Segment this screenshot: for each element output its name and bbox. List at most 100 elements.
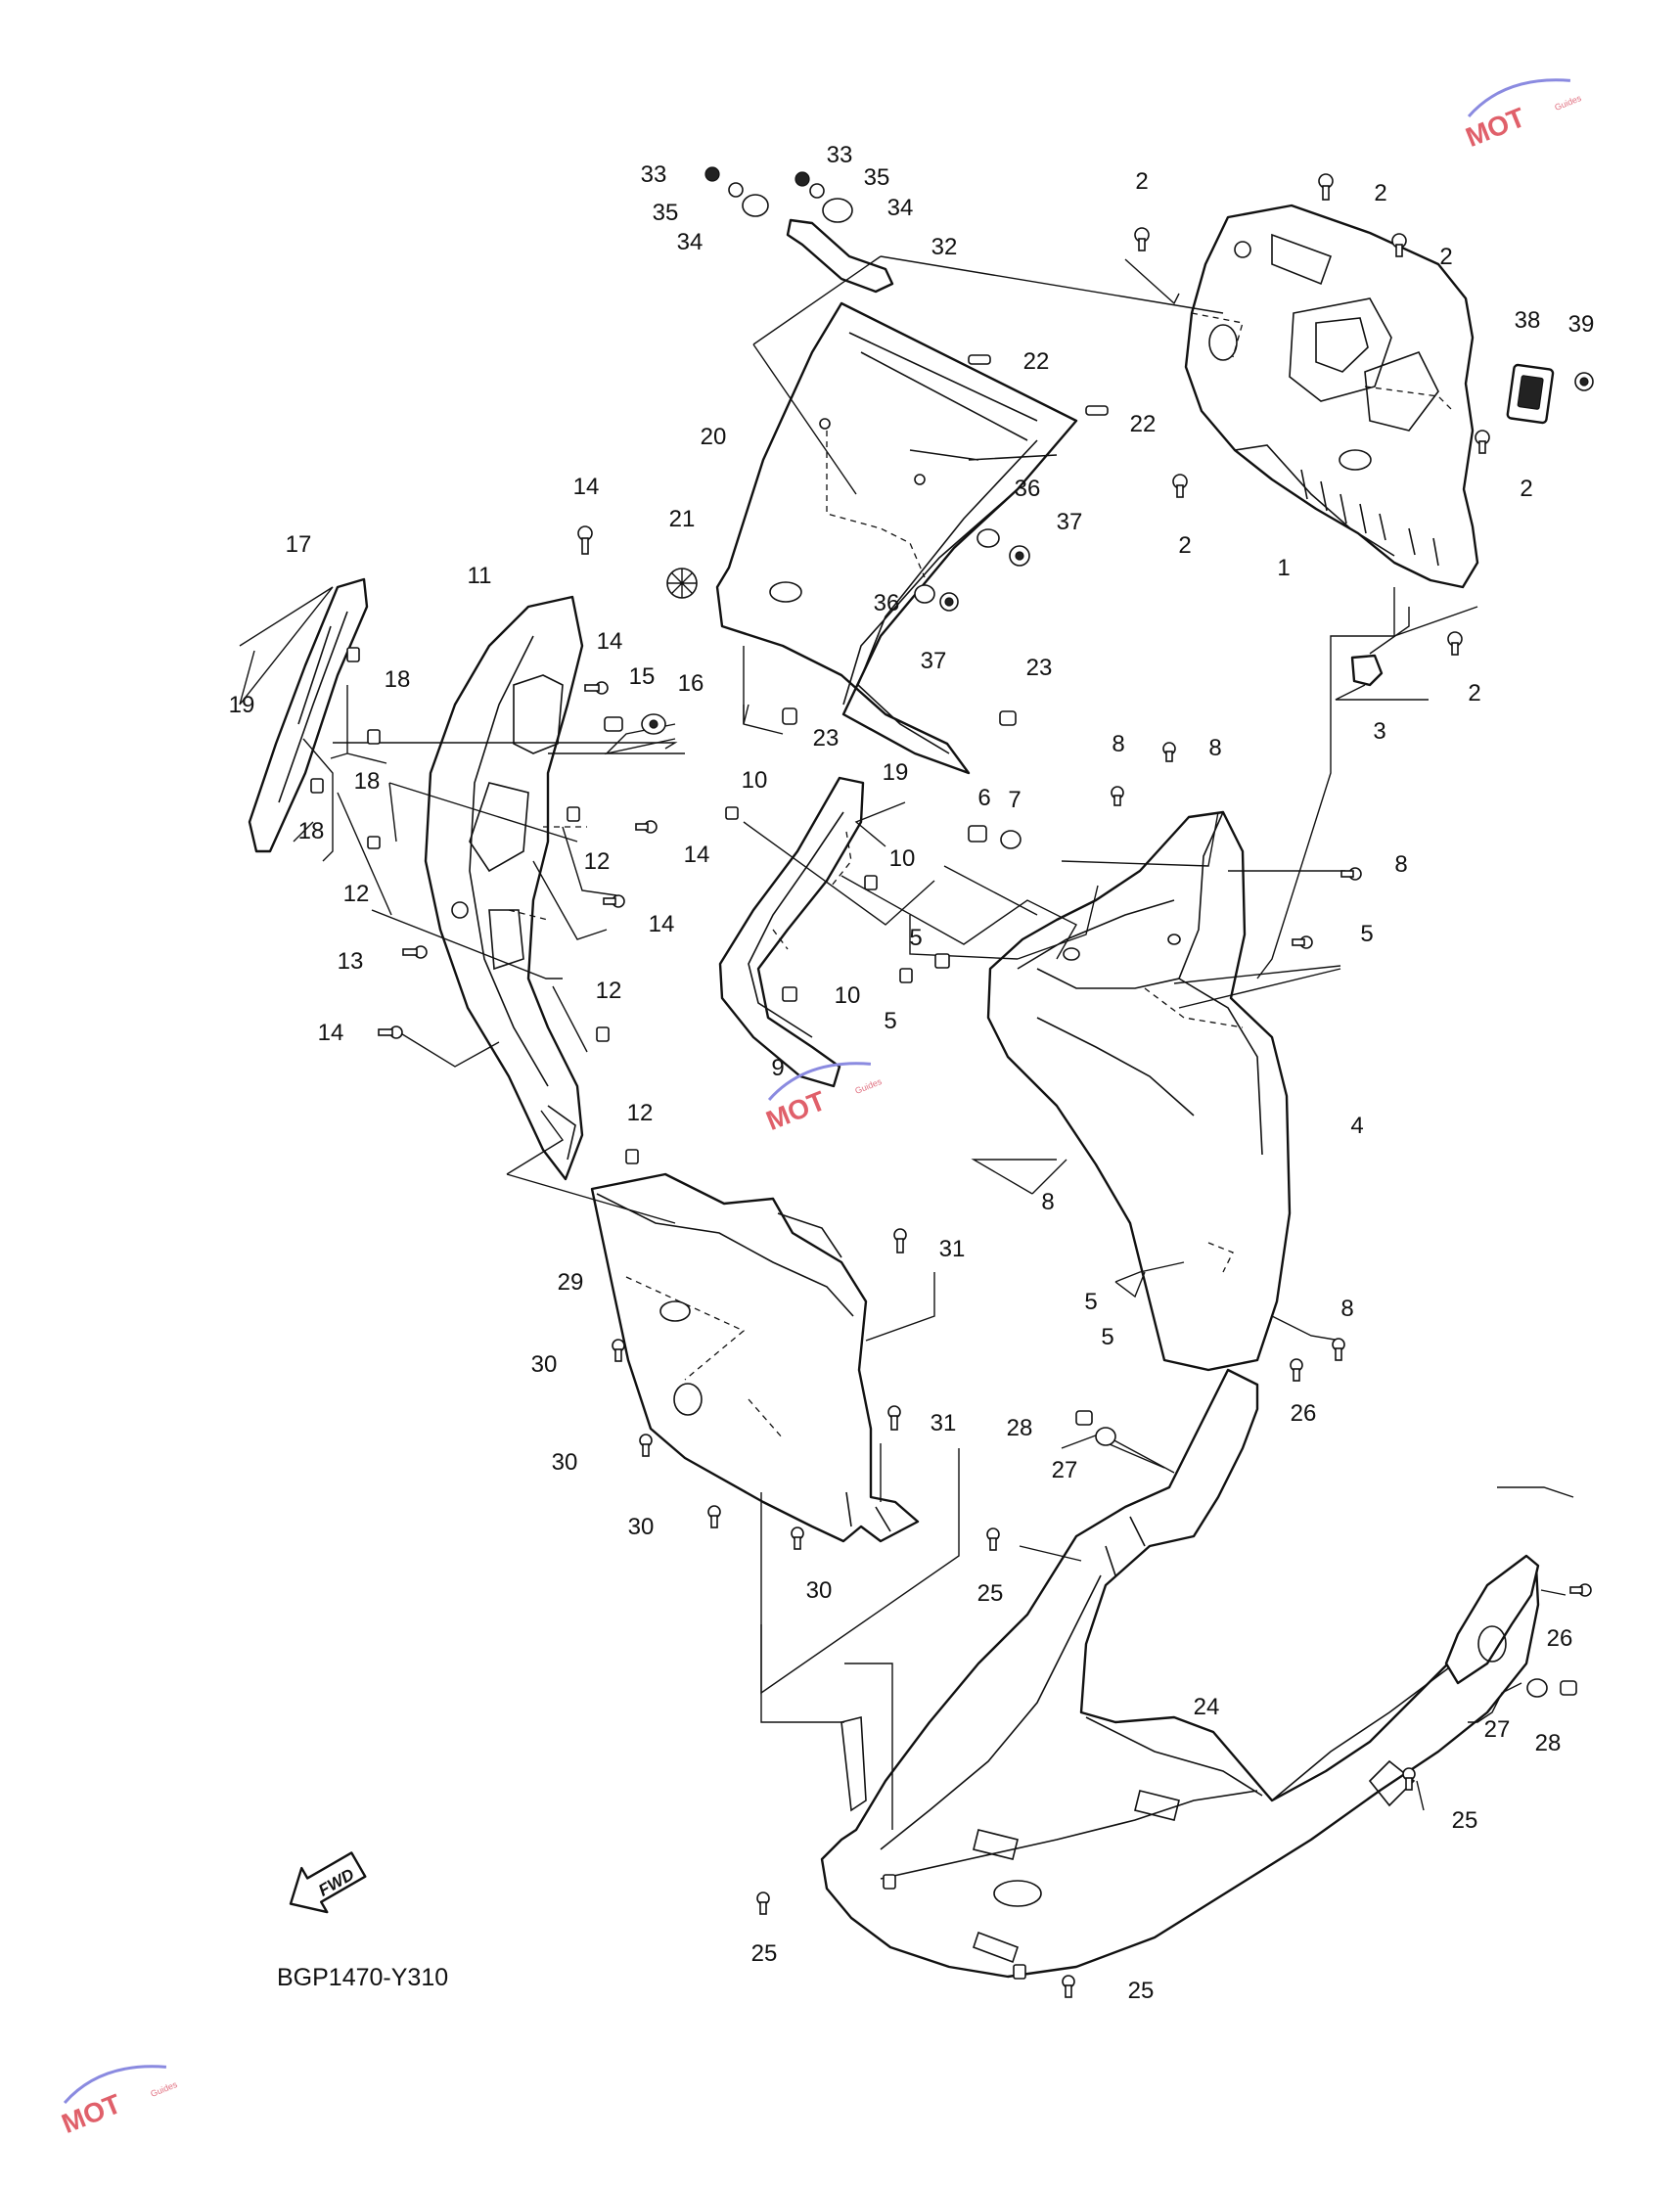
- callout-25: 25: [751, 1940, 778, 1967]
- callout-12: 12: [343, 881, 370, 907]
- callout-21: 21: [669, 506, 696, 532]
- callout-2: 2: [1178, 532, 1191, 559]
- callout-2: 2: [1468, 680, 1480, 706]
- part-9-inner-trim: [718, 776, 865, 1088]
- callout-23: 23: [813, 725, 840, 752]
- screw-icon: [1172, 474, 1188, 498]
- part-32-bracket: [704, 166, 894, 294]
- callout-30: 30: [628, 1514, 655, 1540]
- callout-14: 14: [684, 842, 710, 868]
- part-4-right-side-cover: [986, 810, 1292, 1372]
- screw-icon: [402, 945, 428, 959]
- part-22-screws: [968, 354, 1109, 416]
- callout-5: 5: [1101, 1324, 1113, 1350]
- screw-icon: [612, 1339, 625, 1362]
- screw-icon: [1318, 173, 1334, 201]
- screw-icon: [1162, 742, 1176, 762]
- callout-15: 15: [629, 663, 656, 690]
- callout-2: 2: [1374, 180, 1386, 206]
- callout-31: 31: [939, 1236, 966, 1262]
- clip-icon: [367, 806, 639, 1164]
- part-29-lower-cover: [590, 1172, 920, 1543]
- callout-32: 32: [931, 234, 958, 260]
- part-24-floor-board: [820, 1368, 1540, 1980]
- callout-30: 30: [531, 1351, 558, 1378]
- screw-icon: [1447, 631, 1463, 656]
- screw-icon: [1062, 1975, 1075, 1998]
- part-21-grommet: [666, 568, 698, 599]
- screw-icon: [986, 1527, 1000, 1551]
- screw-icon: [378, 1025, 403, 1039]
- callout-5: 5: [884, 1008, 896, 1034]
- callout-5: 5: [1084, 1289, 1097, 1315]
- callout-26: 26: [1547, 1625, 1573, 1652]
- screw-icon: [635, 820, 658, 834]
- svg-text:MOT: MOT: [762, 1085, 830, 1136]
- screw-icon: [1340, 867, 1362, 881]
- callout-14: 14: [649, 911, 675, 937]
- callout-29: 29: [558, 1269, 584, 1296]
- callout-2: 2: [1135, 168, 1148, 195]
- callout-22: 22: [1130, 411, 1157, 437]
- watermark-logo-top-right: MOT Guides: [1462, 78, 1583, 153]
- callout-20: 20: [701, 424, 727, 450]
- part-11-left-side-cover: [424, 595, 587, 1181]
- fasteners: [310, 173, 1592, 1998]
- bolt-icon: [604, 713, 666, 735]
- screw-icon: [707, 1505, 721, 1528]
- svg-text:Guides: Guides: [853, 1076, 884, 1096]
- callout-19: 19: [883, 759, 909, 786]
- bolt-icon: [968, 825, 1022, 849]
- screw-icon: [584, 681, 609, 695]
- part-3-clip: [1350, 654, 1384, 687]
- screw-icon: [1292, 935, 1313, 949]
- part-36-37-nuts: [914, 528, 1030, 612]
- callout-25: 25: [1128, 1978, 1155, 2004]
- callout-9: 9: [771, 1055, 784, 1081]
- callout-17: 17: [286, 531, 312, 558]
- screw-icon: [1569, 1583, 1592, 1597]
- callout-34: 34: [887, 195, 914, 221]
- fwd-arrow-icon: FWD: [289, 1851, 367, 1914]
- callout-8: 8: [1394, 851, 1407, 878]
- callout-12: 12: [584, 848, 611, 875]
- part-38-switch: [1506, 363, 1594, 425]
- callout-39: 39: [1568, 311, 1595, 338]
- part-20-front-cover: [715, 301, 1078, 775]
- screw-icon: [1391, 233, 1407, 257]
- callout-8: 8: [1112, 731, 1124, 757]
- callout-36: 36: [874, 590, 900, 616]
- screw-icon: [887, 1405, 901, 1431]
- callout-24: 24: [1194, 1694, 1220, 1720]
- callout-25: 25: [1452, 1807, 1478, 1834]
- callout-10: 10: [889, 845, 916, 872]
- callout-16: 16: [678, 670, 704, 697]
- callout-2: 2: [1520, 476, 1532, 502]
- callout-5: 5: [1360, 921, 1373, 947]
- callout-18: 18: [385, 666, 411, 693]
- callout-18: 18: [354, 768, 381, 795]
- callout-19: 19: [229, 692, 255, 718]
- svg-text:Guides: Guides: [1553, 93, 1583, 113]
- assembly-guides: [239, 255, 1574, 1830]
- callout-28: 28: [1535, 1730, 1562, 1756]
- screw-icon: [639, 1434, 653, 1457]
- callout-4: 4: [1350, 1113, 1363, 1139]
- callout-6: 6: [977, 785, 990, 811]
- callout-7: 7: [1008, 787, 1021, 813]
- screw-icon: [1111, 786, 1124, 806]
- callout-12: 12: [596, 978, 622, 1004]
- callout-30: 30: [806, 1577, 833, 1604]
- screw-icon: [1332, 1338, 1345, 1361]
- callout-36: 36: [1015, 476, 1041, 502]
- callout-37: 37: [921, 648, 947, 674]
- callout-33: 33: [827, 142, 853, 168]
- callout-3: 3: [1373, 718, 1385, 745]
- callout-12: 12: [627, 1100, 654, 1126]
- clip-icon: [310, 647, 381, 794]
- callout-25: 25: [977, 1580, 1004, 1607]
- callout-14: 14: [597, 628, 623, 655]
- svg-text:MOT: MOT: [1462, 102, 1529, 153]
